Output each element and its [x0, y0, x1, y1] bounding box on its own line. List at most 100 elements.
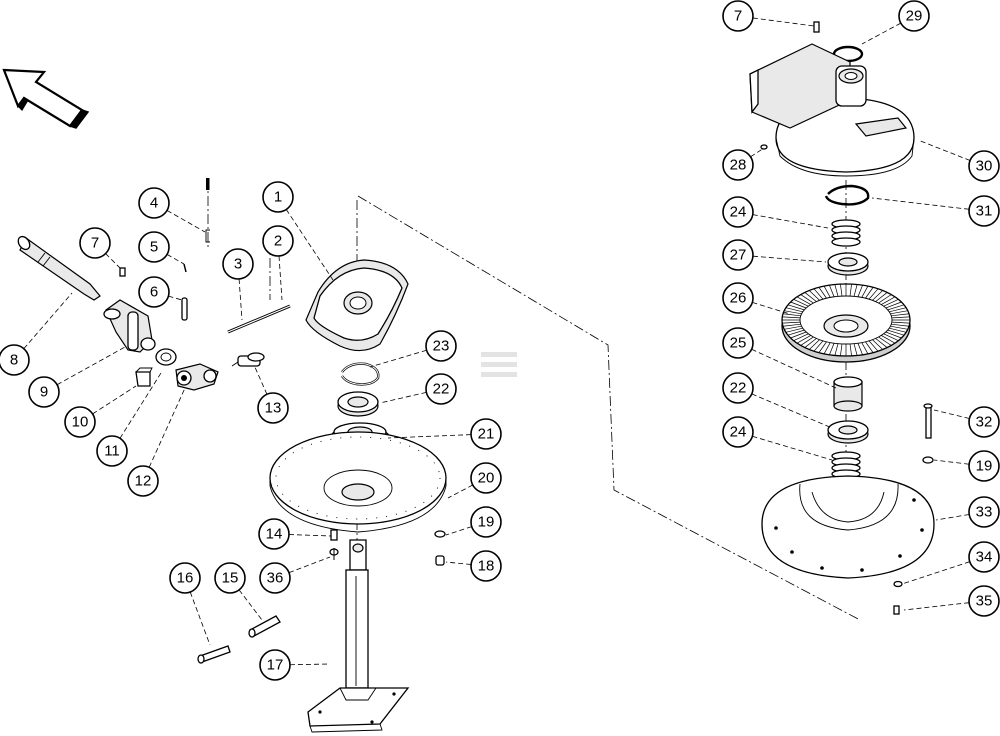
nut-36 [329, 548, 339, 560]
callout-number: 26 [730, 290, 747, 307]
callout-7: 7 [722, 0, 815, 32]
callout-number: 7 [734, 8, 742, 25]
callout-number: 35 [976, 593, 993, 610]
callout-circle [898, 0, 930, 32]
callout-33: 33 [935, 496, 1000, 528]
bolt-28 [760, 144, 768, 150]
callout-leader [445, 561, 472, 565]
callout-leader [289, 663, 331, 666]
callout-leader [752, 302, 791, 315]
callout-number: 1 [274, 189, 282, 206]
callout-leader [447, 484, 473, 499]
callout-4: 4 [138, 187, 206, 233]
callout-17: 17 [259, 649, 331, 681]
callout-leader [92, 385, 137, 415]
callout-27: 27 [722, 239, 827, 271]
callout-circle [138, 187, 170, 219]
bolt-7-right [813, 21, 820, 33]
callout-23: 23 [369, 330, 457, 368]
callout-leader [105, 253, 123, 271]
callout-leader [253, 364, 268, 395]
callout-number: 10 [72, 414, 89, 431]
cover-1 [305, 259, 409, 352]
callout-leader [901, 561, 970, 585]
callout-number: 2 [274, 233, 282, 250]
bolt-14 [330, 529, 338, 541]
callout-3: 3 [222, 248, 254, 321]
callout-number: 33 [976, 504, 993, 521]
nut-18 [435, 555, 445, 566]
callout-number: 34 [976, 549, 993, 566]
callout-29: 29 [861, 0, 930, 45]
bearing-22-left [337, 391, 379, 417]
callout-13: 13 [253, 364, 289, 424]
callout-number: 20 [478, 470, 495, 487]
callout-25: 25 [722, 327, 837, 389]
callout-14: 14 [258, 518, 332, 550]
callout-number: 24 [730, 204, 747, 221]
callout-number: 17 [267, 657, 284, 674]
pin-32 [923, 403, 933, 439]
callout-circle [722, 149, 754, 181]
callout-5: 5 [138, 231, 185, 265]
callout-leader [752, 17, 815, 27]
callout-leader [189, 591, 211, 646]
callout-19: 19 [445, 506, 502, 538]
callout-number: 9 [40, 384, 48, 401]
shims-24-bottom [831, 451, 861, 479]
callout-leader [871, 197, 970, 210]
bolt-7-left [119, 267, 126, 277]
callout-leader [752, 435, 833, 461]
pin-16 [197, 645, 231, 664]
callout-leader [369, 349, 427, 368]
yoke-12 [175, 363, 219, 391]
callout-number: 23 [433, 338, 450, 355]
callout-leader [238, 278, 243, 321]
callout-circle [968, 406, 1000, 438]
callout-circle [470, 506, 502, 538]
callout-number: 27 [730, 247, 747, 264]
bearing-27 [827, 252, 869, 276]
callout-circle [968, 150, 1000, 182]
callout-1: 1 [262, 181, 334, 281]
callout-10: 10 [64, 385, 137, 438]
callout-number: 6 [150, 284, 158, 301]
callout-16: 16 [169, 562, 211, 646]
callout-leader [238, 589, 263, 621]
callout-circle [968, 195, 1000, 227]
bolt-35 [893, 605, 900, 615]
callout-leader [445, 526, 472, 536]
direction-arrow-icon [2, 68, 90, 129]
callout-9: 9 [28, 346, 126, 408]
callout-11: 11 [96, 372, 162, 467]
shims-24-top [831, 219, 861, 247]
pins-2-3 [227, 304, 291, 334]
pin-37 [206, 178, 210, 190]
callout-28: 28 [722, 147, 765, 181]
callout-circle [169, 562, 201, 594]
bolt-13 [231, 352, 265, 367]
circlip-23 [341, 362, 380, 386]
callout-19: 19 [933, 450, 1000, 482]
post-17 [307, 539, 410, 733]
callout-circle [262, 225, 294, 257]
callout-circle [722, 282, 754, 314]
callout-leader [168, 295, 183, 301]
callout-circle [722, 372, 754, 404]
callout-leader [278, 255, 283, 301]
callout-number: 28 [730, 157, 747, 174]
callout-36: 36 [259, 556, 331, 594]
callout-leader [379, 391, 427, 404]
callout-circle [470, 418, 502, 450]
callout-leader [166, 210, 206, 233]
disc-20 [269, 431, 447, 533]
callout-leader [288, 556, 331, 574]
callout-26: 26 [722, 282, 791, 315]
callout-number: 19 [478, 514, 495, 531]
callout-number: 4 [150, 195, 158, 212]
callout-34: 34 [901, 541, 1000, 585]
bearing-22-right [827, 420, 869, 444]
callout-leader [288, 534, 332, 537]
callout-15: 15 [214, 562, 263, 621]
watermark-logo [481, 352, 517, 377]
